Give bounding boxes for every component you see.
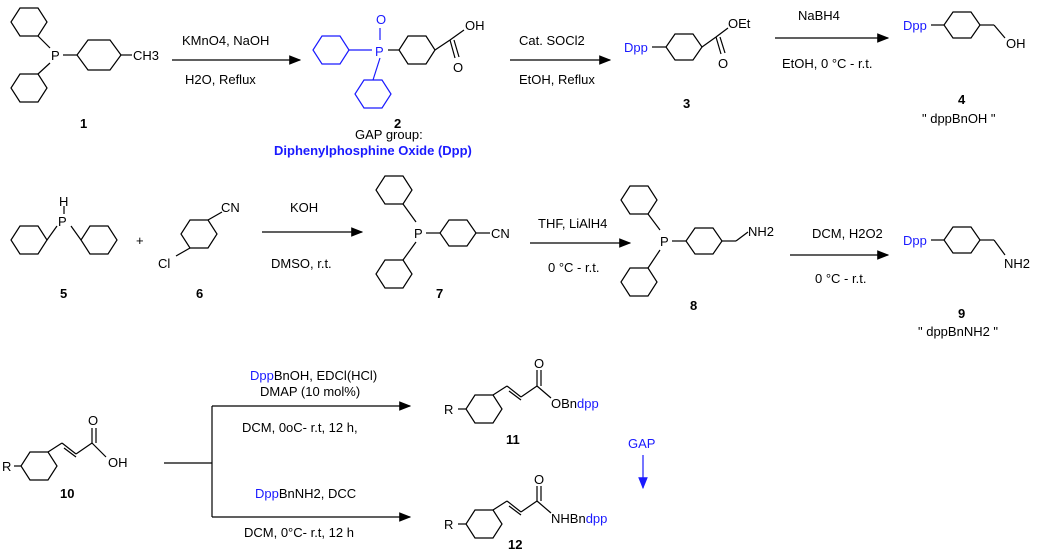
compound-9: Dpp NH2 9 " dppBnNH2 " xyxy=(903,226,1030,339)
compound-label-5: 5 xyxy=(60,286,67,301)
compound-9-alias: " dppBnNH2 " xyxy=(918,324,998,339)
compound-1: P CH3 1 xyxy=(10,7,159,131)
compound-label-2: 2 xyxy=(394,116,401,131)
compound-label-12: 12 xyxy=(508,537,522,551)
ethoxy-group: OEt xyxy=(728,16,751,31)
phosphorus-atom: P xyxy=(375,44,384,59)
phenyl-ring xyxy=(10,7,48,37)
r-substituent: R xyxy=(444,402,453,417)
carbonyl-oxygen: O xyxy=(453,60,463,75)
step1-conditions: H2O, Reflux xyxy=(185,72,256,87)
r-substituent: R xyxy=(444,517,453,532)
dpp-group: Dpp xyxy=(903,18,927,33)
step6-reagents: DCM, H2O2 xyxy=(812,226,883,241)
gap-label: GAP xyxy=(628,436,655,451)
compound-4: Dpp OH 4 " dppBnOH " xyxy=(903,11,1026,126)
compound-label-4: 4 xyxy=(958,92,966,107)
upper-conditions: DCM, 0oC- r.t, 12 h, xyxy=(242,420,358,435)
tolyl-ring xyxy=(76,39,122,71)
compound-label-10: 10 xyxy=(60,486,74,501)
methyl-group: CH3 xyxy=(133,48,159,63)
compound-6: CN Cl 6 xyxy=(158,200,240,301)
plus-sign: + xyxy=(136,233,144,248)
amine-group: NH2 xyxy=(748,224,774,239)
compound-11: R O OBndpp 11 xyxy=(444,356,599,447)
compound-label-3: 3 xyxy=(683,96,690,111)
upper-catalyst: DMAP (10 mol%) xyxy=(260,384,360,399)
compound-label-7: 7 xyxy=(436,286,443,301)
ester-group: OBndpp xyxy=(551,396,599,411)
chlorine-atom: Cl xyxy=(158,256,170,271)
gap-group-name: Diphenylphosphine Oxide (Dpp) xyxy=(274,143,472,158)
lower-reagents: DppBnNH2, DCC xyxy=(255,486,356,501)
amine-group: NH2 xyxy=(1004,256,1030,271)
nitrile-group: CN xyxy=(221,200,240,215)
carbonyl-oxygen: O xyxy=(88,413,98,428)
compound-5: H P 5 xyxy=(10,194,118,301)
compound-2: O P OH O 2 xyxy=(312,12,485,131)
dpp-group: Dpp xyxy=(903,233,927,248)
gap-group-title: GAP group: xyxy=(355,127,423,142)
phenyl-ring xyxy=(10,73,48,103)
compound-label-1: 1 xyxy=(80,116,87,131)
dpp-group: Dpp xyxy=(624,40,648,55)
hydroxyl-group: OH xyxy=(108,455,128,470)
hydroxyl-group: OH xyxy=(1006,36,1026,51)
compound-4-alias: " dppBnOH " xyxy=(922,111,996,126)
lower-conditions: DCM, 0°C- r.t, 12 h xyxy=(244,525,354,540)
upper-reagents: DppBnOH, EDCl(HCl) xyxy=(250,368,377,383)
compound-12: R O NHBndpp 12 xyxy=(444,472,607,551)
step2-conditions: EtOH, Reflux xyxy=(519,72,595,87)
hydroxyl-group: OH xyxy=(465,18,485,33)
step4-conditions: DMSO, r.t. xyxy=(271,256,332,271)
carbonyl-oxygen: O xyxy=(718,56,728,71)
r-substituent: R xyxy=(2,459,11,474)
amide-group: NHBndpp xyxy=(551,511,607,526)
phosphorus-atom: P xyxy=(414,226,423,241)
compound-label-8: 8 xyxy=(690,298,697,313)
phosphorus-atom: P xyxy=(51,48,60,63)
compound-7: P CN 7 xyxy=(375,175,510,301)
compound-8: P NH2 8 xyxy=(620,185,774,313)
step6-conditions: 0 °C - r.t. xyxy=(815,271,866,286)
phosphorus-atom: P xyxy=(660,234,669,249)
step3-conditions: EtOH, 0 °C - r.t. xyxy=(782,56,872,71)
step5-conditions: 0 °C - r.t. xyxy=(548,260,599,275)
step5-reagents: THF, LiAlH4 xyxy=(538,216,607,231)
step2-reagents: Cat. SOCl2 xyxy=(519,33,585,48)
nitrile-group: CN xyxy=(491,226,510,241)
step1-reagents: KMnO4, NaOH xyxy=(182,33,269,48)
compound-label-11: 11 xyxy=(506,432,520,447)
compound-label-6: 6 xyxy=(196,286,203,301)
compound-10: R O OH 10 xyxy=(2,413,128,501)
step4-reagents: KOH xyxy=(290,200,318,215)
carbonyl-oxygen: O xyxy=(534,356,544,371)
oxygen-atom: O xyxy=(376,12,386,27)
compound-3: Dpp OEt O 3 xyxy=(624,16,751,111)
carbonyl-oxygen: O xyxy=(534,472,544,487)
hydrogen-atom: H xyxy=(59,194,68,209)
step3-reagents: NaBH4 xyxy=(798,8,840,23)
phosphorus-atom: P xyxy=(58,214,67,229)
compound-label-9: 9 xyxy=(958,306,965,321)
